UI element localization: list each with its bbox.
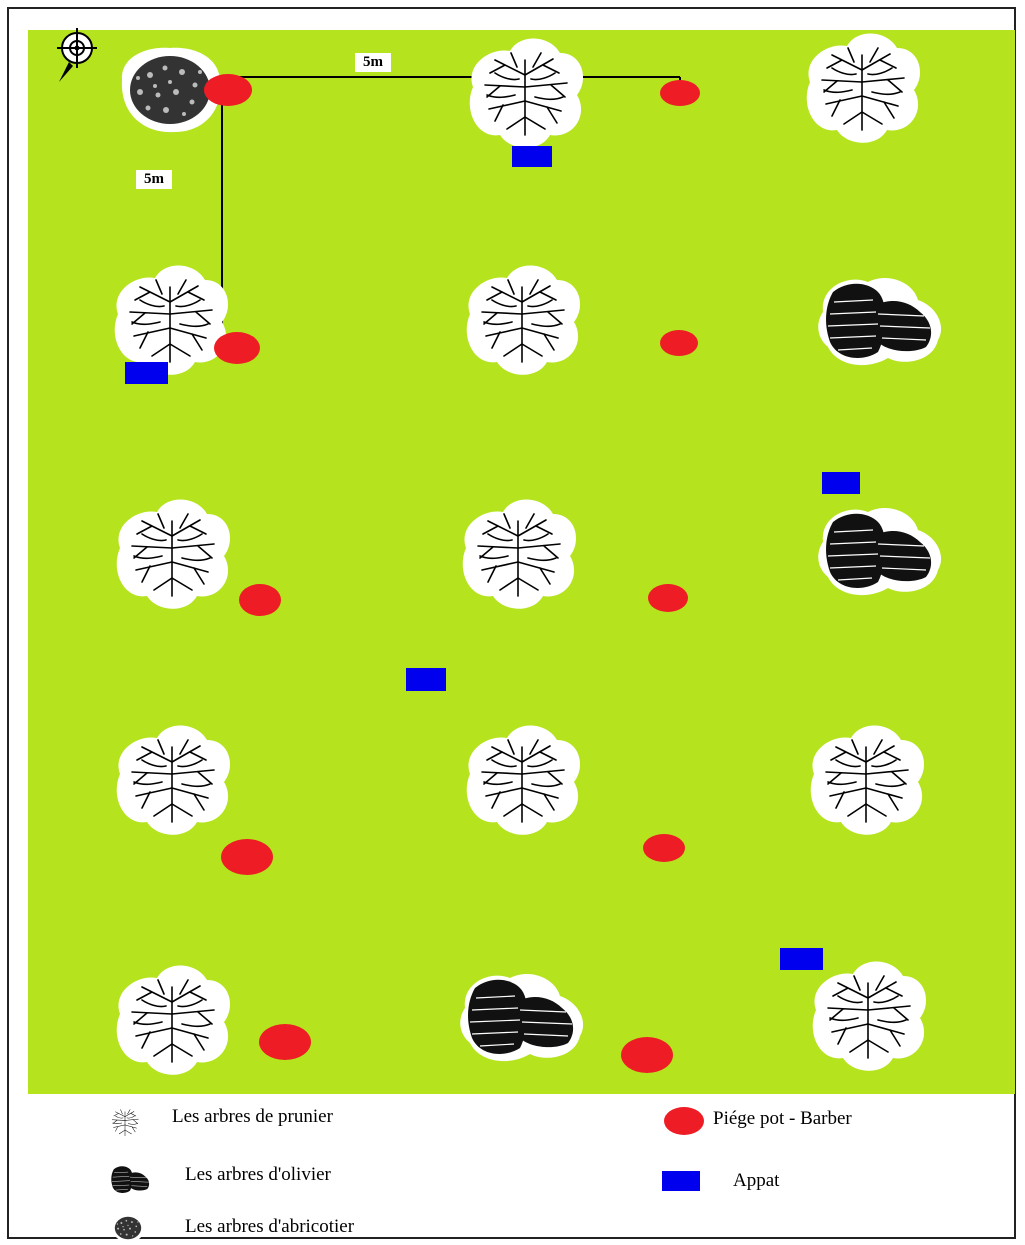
barber-trap [660, 80, 700, 106]
legend-bait-label: Appat [733, 1170, 779, 1192]
legend-trap-label: Piége pot - Barber [713, 1108, 852, 1130]
bait [512, 146, 552, 167]
plum-tree [467, 265, 580, 374]
plum-tree [811, 725, 924, 834]
legend-plum-icon [107, 1105, 143, 1140]
barber-trap [660, 330, 698, 356]
olive-tree [818, 278, 941, 365]
barber-trap [621, 1037, 673, 1073]
barber-trap [643, 834, 685, 862]
barber-trap [239, 584, 281, 616]
barber-trap [214, 332, 260, 364]
legend-bait-icon [662, 1171, 700, 1191]
plum-tree [463, 499, 576, 608]
legend-olive-label: Les arbres d'olivier [185, 1164, 331, 1186]
vertical-distance-label: 5m [136, 170, 172, 189]
bait [406, 668, 446, 691]
legend-plum-label: Les arbres de prunier [172, 1106, 333, 1128]
legend-apricot-label: Les arbres d'abricotier [185, 1216, 354, 1238]
plum-tree [470, 38, 583, 147]
legend-trap-icon [664, 1107, 704, 1135]
plum-tree [807, 33, 920, 142]
bait [822, 472, 860, 494]
plum-tree [117, 965, 230, 1074]
legend-apricot-icon [112, 1214, 144, 1242]
plum-tree [117, 725, 230, 834]
compass-icon [57, 28, 97, 82]
bait [780, 948, 823, 970]
barber-trap [204, 74, 252, 106]
barber-trap [259, 1024, 311, 1060]
olive-tree [460, 974, 583, 1061]
plum-tree [117, 499, 230, 608]
plum-tree [467, 725, 580, 834]
horizontal-dimension-line [222, 77, 680, 345]
horizontal-distance-label: 5m [355, 53, 391, 72]
plum-tree [115, 265, 228, 374]
legend-olive-icon [108, 1164, 152, 1195]
barber-trap [648, 584, 688, 612]
olive-tree [818, 508, 941, 595]
plum-tree [813, 961, 926, 1070]
bait [125, 362, 168, 384]
barber-trap [221, 839, 273, 875]
